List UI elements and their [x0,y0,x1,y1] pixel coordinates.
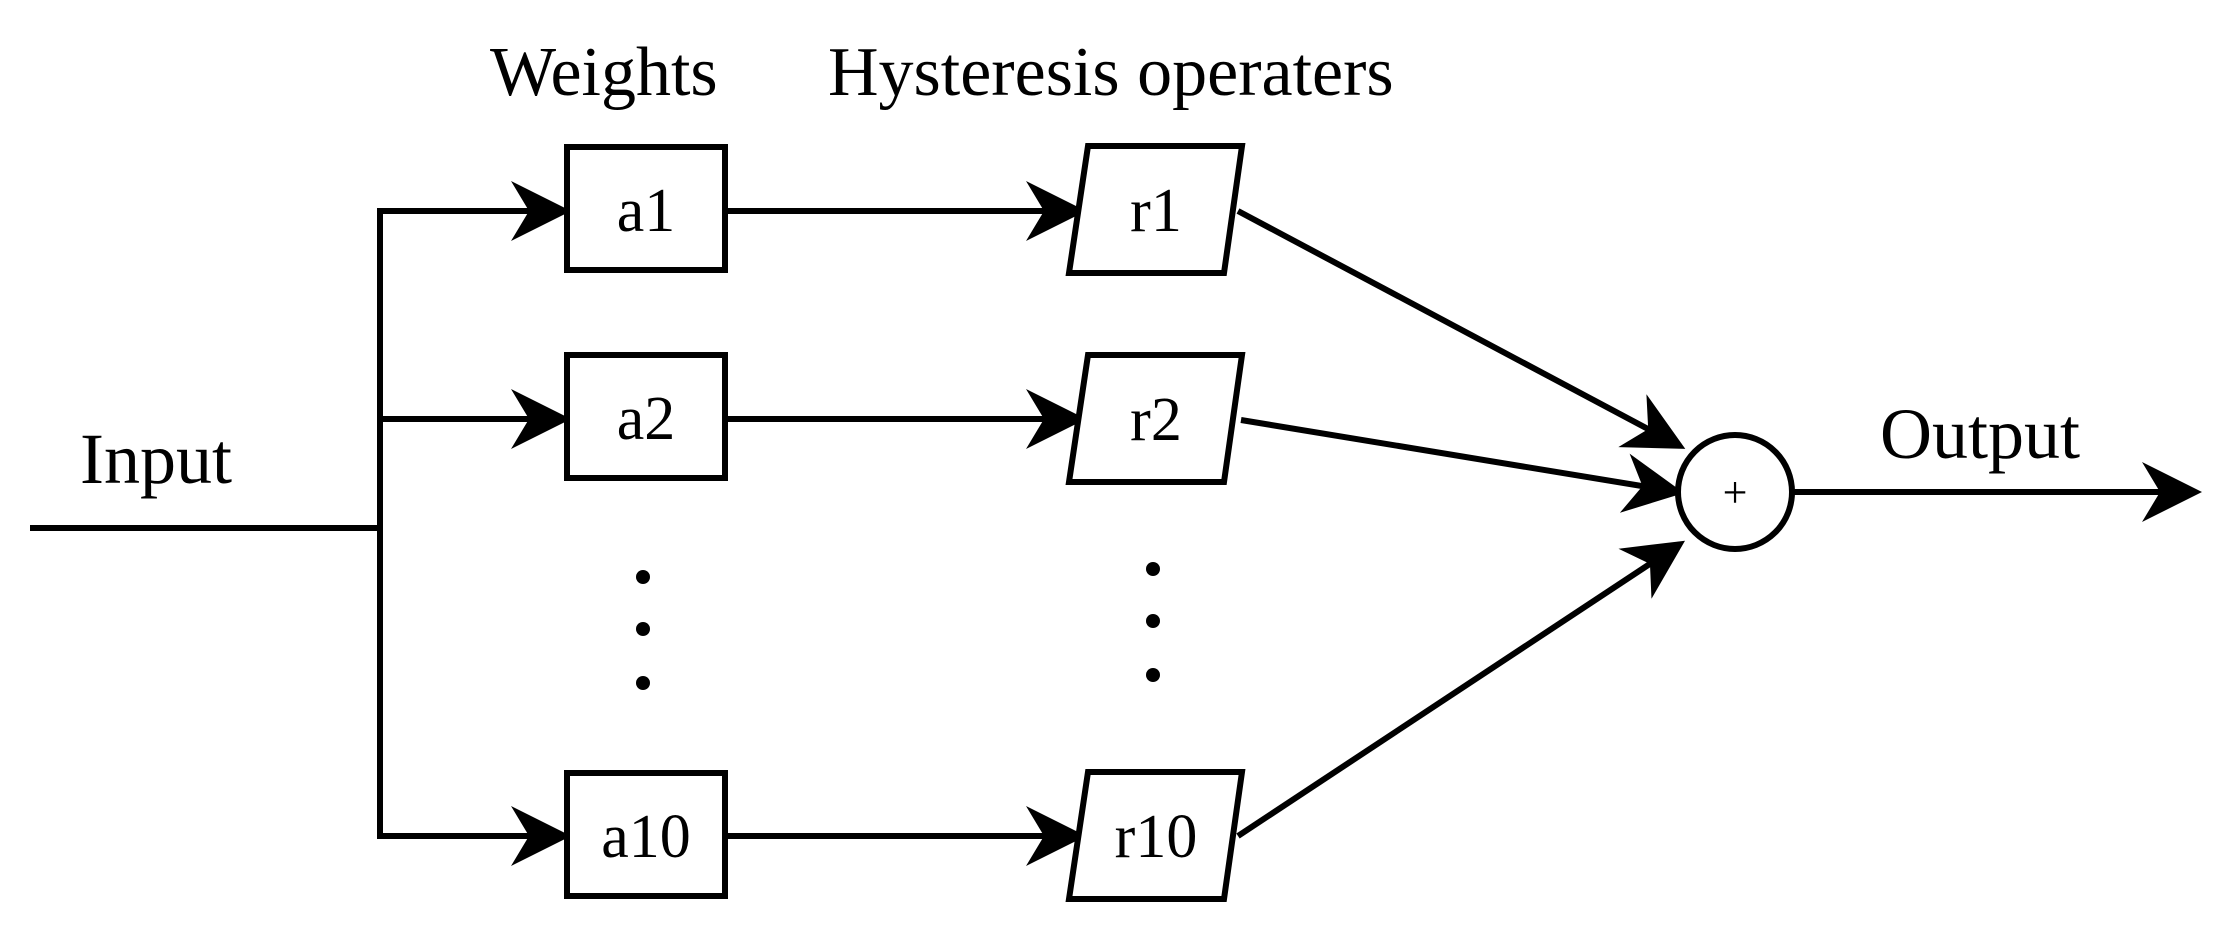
summing-junction: + [1675,432,1795,552]
weights-ellipsis [636,570,650,690]
operator-box-r1: r1 [1065,143,1246,276]
weight-label-a1: a1 [617,177,676,245]
output-label: Output [1880,394,2080,474]
operator-box-r2: r2 [1065,352,1246,485]
operator-to-sum-arrow-2 [1240,417,1684,513]
hysteresis-operators-header: Hysteresis operaters [828,34,1394,111]
weight-box-a1: a1 [564,144,728,273]
operator-to-sum-arrow-10 [1236,540,1686,839]
operator-label-r10: r10 [1115,803,1198,871]
operator-to-sum-arrow-1 [1236,208,1686,449]
weight-label-a2: a2 [617,385,676,453]
weight-box-a2: a2 [564,352,728,481]
operator-label-r2: r2 [1130,386,1182,454]
weight-box-a10: a10 [564,770,728,899]
weights-header: Weights [490,34,718,111]
input-label: Input [80,419,232,499]
operator-box-r10: r10 [1065,769,1246,902]
operator-label-r1: r1 [1130,177,1182,245]
weight-label-a10: a10 [601,803,691,871]
operators-ellipsis [1146,562,1160,682]
sum-symbol: + [1723,468,1748,517]
